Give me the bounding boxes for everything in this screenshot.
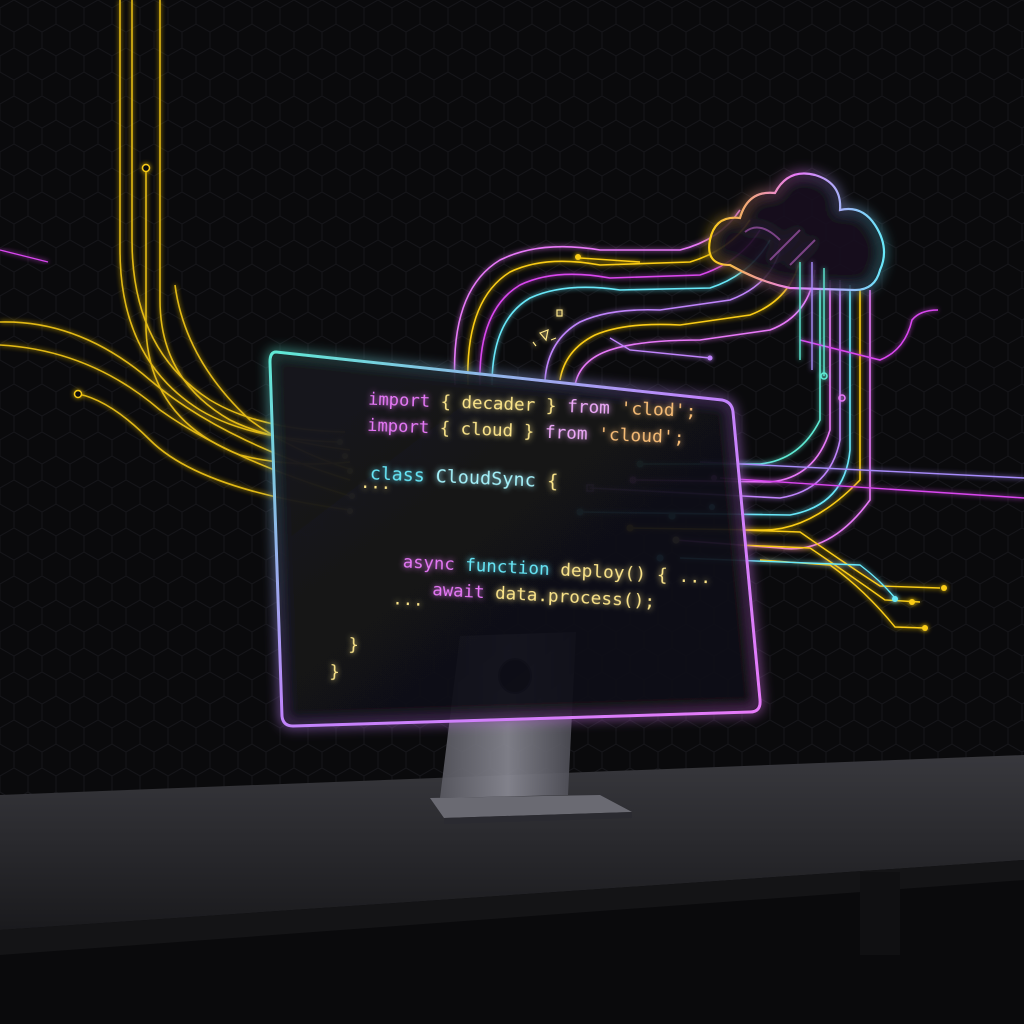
code-line-4: ... [360,475,392,493]
code-line-8: } [348,637,359,655]
code-line-7: ... [392,591,424,610]
code-line-9: } [329,664,340,682]
code-editor: import { decader } from 'clod'; import {… [289,372,755,720]
